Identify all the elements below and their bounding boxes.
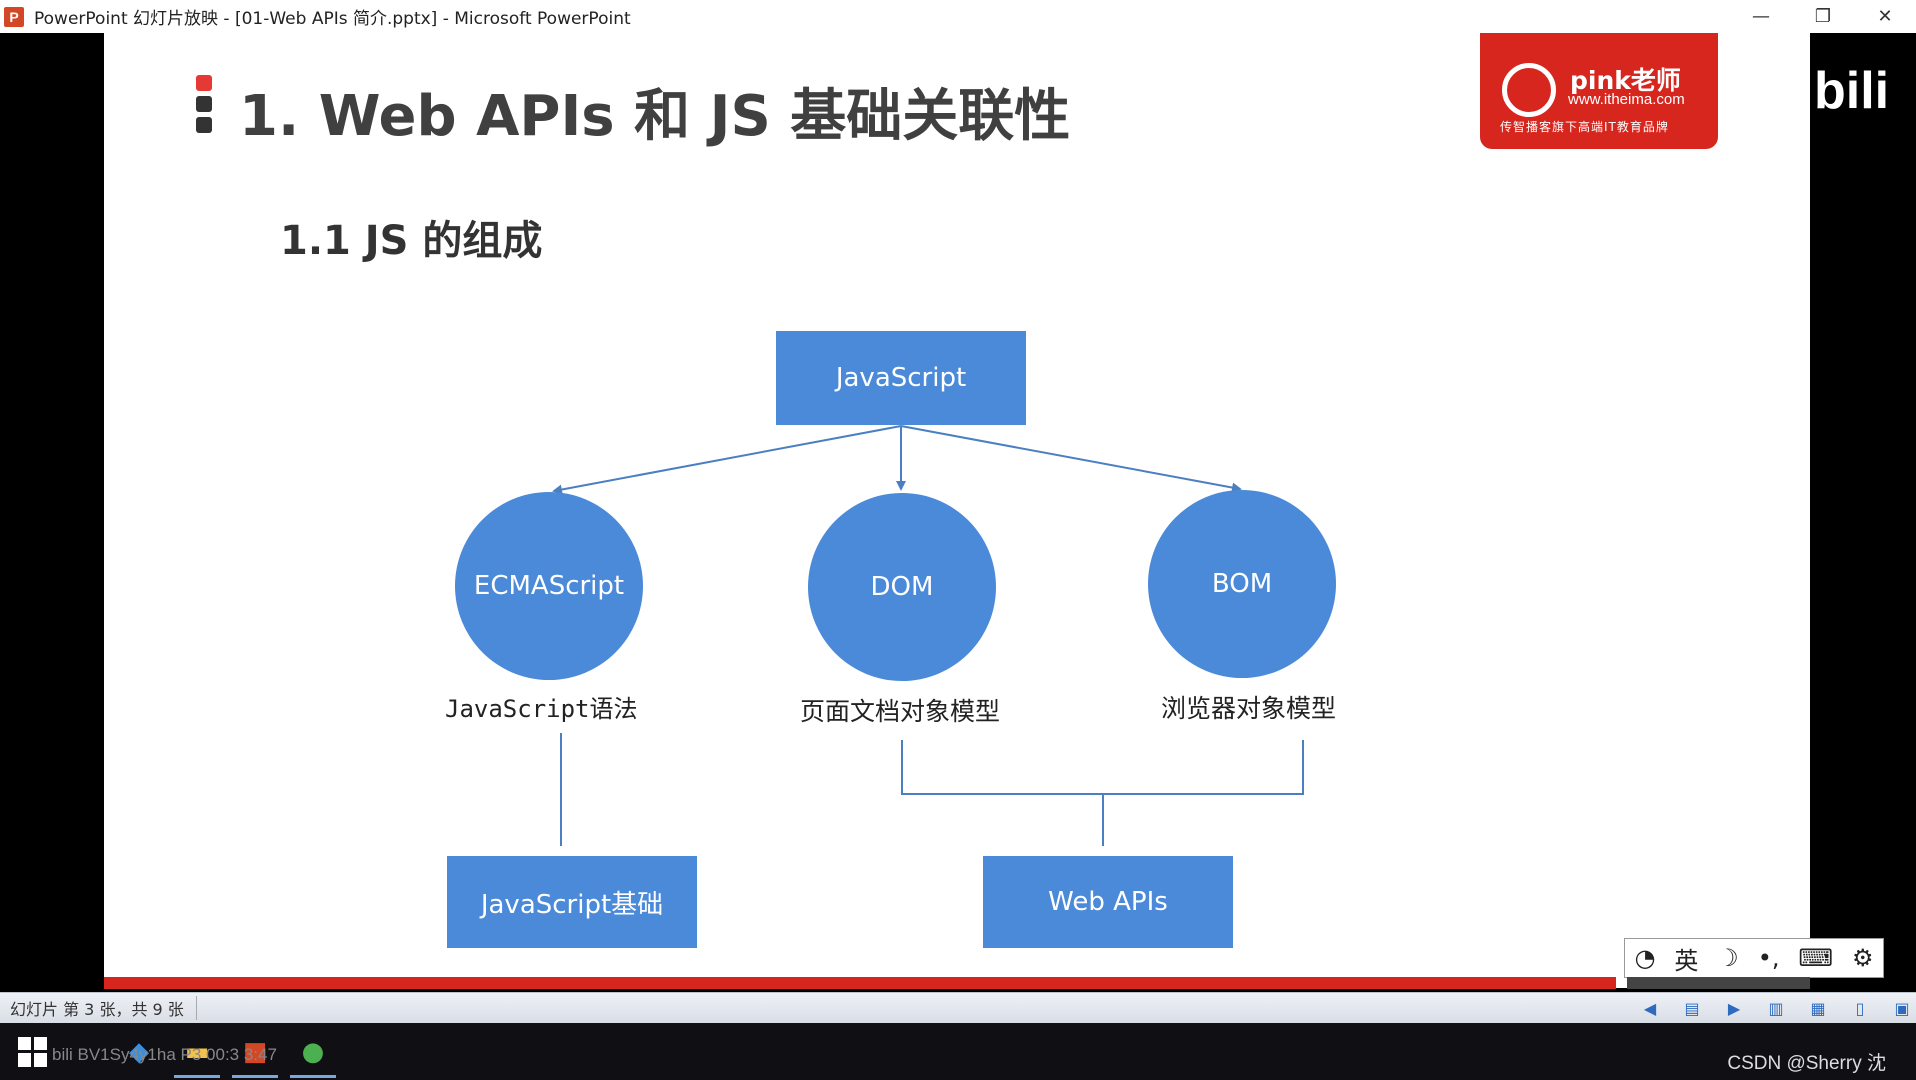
csdn-watermark: CSDN @Sherry 沈 [1727, 1053, 1886, 1074]
caption-bom: 浏览器对象模型 [1161, 694, 1337, 723]
arrow-to-ecmascript [552, 425, 902, 495]
close-button[interactable]: ✕ [1877, 6, 1893, 27]
slideshow-area[interactable]: 1. Web APIs 和 JS 基础关联性 1.1 JS 的组成 pink老师… [0, 33, 1916, 988]
next-slide-icon[interactable]: ▶ [1727, 999, 1741, 1018]
slide-menu-icon[interactable]: ▤ [1684, 999, 1700, 1018]
caption-dom: 页面文档对象模型 [800, 697, 1001, 726]
ime-moon-icon[interactable]: ☽ [1717, 944, 1739, 972]
ime-settings-icon[interactable]: ⚙ [1851, 944, 1874, 972]
node-ecmascript: ECMAScript [455, 492, 643, 680]
slide-footer-red-bar [104, 977, 1616, 989]
ime-toolbar: ◔ 英 ☽ •, ⌨ ⚙ [1624, 938, 1884, 978]
slide-subtitle: 1.1 JS 的组成 [280, 218, 543, 264]
node-web-apis: Web APIs [983, 856, 1233, 948]
ime-lang-toggle[interactable]: 英 [1674, 946, 1699, 975]
slide-counter: 幻灯片 第 3 张，共 9 张 [10, 996, 197, 1020]
ime-keyboard-icon[interactable]: ⌨ [1798, 944, 1834, 972]
node-dom: DOM [808, 493, 996, 681]
slide-footer-dark-bar [1627, 977, 1810, 989]
slide[interactable]: 1. Web APIs 和 JS 基础关联性 1.1 JS 的组成 pink老师… [104, 33, 1810, 988]
ime-punct-icon[interactable]: •, [1757, 944, 1780, 972]
minimize-button[interactable]: — [1752, 6, 1770, 27]
reading-view-icon[interactable]: ▯ [1855, 999, 1865, 1018]
taskbar-vscode-icon[interactable]: ◆ [129, 1036, 149, 1067]
bracket-dom-bom [901, 740, 1304, 795]
taskbar-explorer-icon[interactable]: ▬ [168, 1023, 226, 1080]
window-titlebar: P PowerPoint 幻灯片放映 - [01-Web APIs 简介.ppt… [0, 0, 1916, 33]
restore-button[interactable]: ❐ [1814, 6, 1832, 27]
previous-slide-icon[interactable]: ◀ [1643, 999, 1657, 1018]
brand-slogan: 传智播客旗下高端IT教育品牌 [1500, 120, 1669, 134]
brand-logo-icon [1502, 63, 1556, 117]
caption-ecmascript: JavaScript语法 [445, 695, 638, 723]
status-controls: ◀ ▤ ▶ ▥ ▦ ▯ ▣ [1622, 993, 1916, 1024]
powerpoint-icon: P [4, 6, 24, 27]
brand-name: pink老师 [1570, 66, 1681, 95]
brand-badge: pink老师 www.itheima.com 传智播客旗下高端IT教育品牌 [1480, 33, 1718, 149]
node-bom: BOM [1148, 490, 1336, 678]
windows-start-icon[interactable] [18, 1036, 48, 1067]
normal-view-icon[interactable]: ▥ [1768, 999, 1784, 1018]
title-bullet-icon [196, 75, 212, 133]
slideshow-view-icon[interactable]: ▣ [1894, 999, 1910, 1018]
node-javascript: JavaScript [776, 331, 1026, 425]
window-controls: — ❐ ✕ [1730, 0, 1916, 33]
powerpoint-statusbar: 幻灯片 第 3 张，共 9 张 ◀ ▤ ▶ ▥ ▦ ▯ ▣ [0, 992, 1916, 1023]
diagram-connectors [552, 425, 1304, 846]
bilibili-watermark: bili [1814, 62, 1890, 120]
video-overlay-text: bili BV1Sy4y1ha P3 00:3 3:47 [52, 1045, 277, 1064]
arrow-to-bom [900, 425, 1242, 493]
node-js-basics: JavaScript基础 [447, 856, 697, 948]
windows-taskbar: ◆ ▬ ■ ● [0, 1023, 1916, 1080]
taskbar-chrome-icon[interactable]: ● [284, 1023, 342, 1080]
brand-url: www.itheima.com [1568, 91, 1685, 108]
slide-title: 1. Web APIs 和 JS 基础关联性 [239, 84, 1071, 149]
sorter-view-icon[interactable]: ▦ [1810, 999, 1826, 1018]
ime-logo-icon[interactable]: ◔ [1634, 944, 1656, 972]
window-title: PowerPoint 幻灯片放映 - [01-Web APIs 简介.pptx]… [34, 9, 631, 29]
taskbar-powerpoint-icon[interactable]: ■ [226, 1023, 284, 1080]
